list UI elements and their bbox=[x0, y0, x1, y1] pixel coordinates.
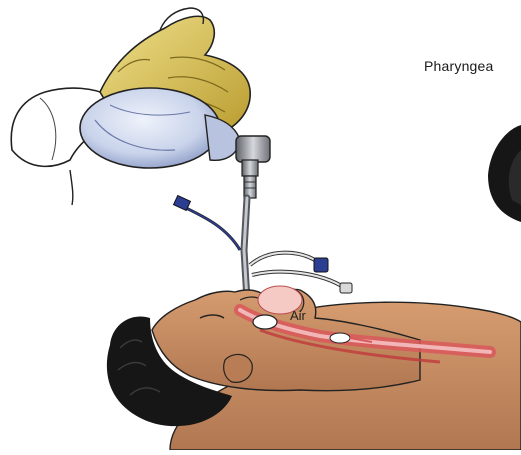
tube-connector bbox=[236, 136, 270, 198]
patient-head bbox=[107, 288, 521, 450]
pharyngeal-label: Pharyngea bbox=[424, 58, 494, 74]
pilot-cable bbox=[174, 196, 240, 250]
side-tubing bbox=[250, 253, 352, 293]
second-head-partial bbox=[488, 125, 521, 222]
air-label: Air bbox=[290, 308, 306, 323]
